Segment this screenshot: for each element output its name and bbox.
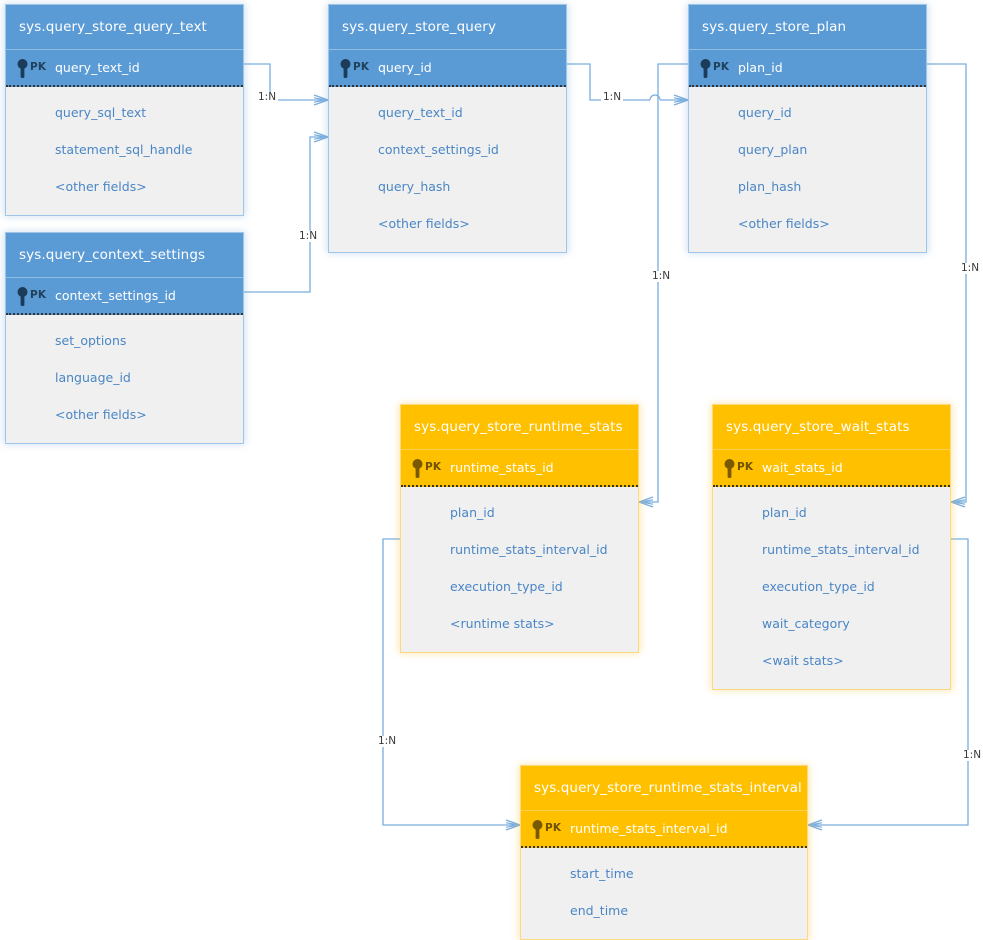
key-icon <box>724 459 735 479</box>
entity-field[interactable]: query_sql_text <box>55 105 147 120</box>
pk-badge: PK <box>545 822 562 834</box>
pk-field-name: wait_stats_id <box>762 460 843 475</box>
entity-field[interactable]: query_hash <box>378 179 451 194</box>
key-icon <box>412 459 423 479</box>
connector-interval-to-wait-stats <box>807 538 969 831</box>
entity-field[interactable]: <other fields> <box>378 216 470 231</box>
relationship-label-interval-to-wait-stats: 1:N <box>961 749 983 761</box>
entity-primary-key-row[interactable]: PK context_settings_id <box>6 278 243 315</box>
pk-badge: PK <box>30 289 47 301</box>
key-icon <box>532 820 543 840</box>
pk-field-name: plan_id <box>738 60 783 75</box>
pk-field-name: query_id <box>378 60 432 75</box>
pk-badge: PK <box>713 61 730 73</box>
entity-field[interactable]: execution_type_id <box>450 579 563 594</box>
connector-plan-to-runtime-stats <box>638 63 688 508</box>
entity-field[interactable]: start_time <box>570 866 634 881</box>
entity-primary-key-row[interactable]: PK runtime_stats_id <box>401 450 638 487</box>
entity-field[interactable]: wait_category <box>762 616 850 631</box>
relationship-label-interval-to-runtime-stats: 1:N <box>376 735 399 747</box>
entity-title: sys.query_store_wait_stats <box>713 405 950 450</box>
entity-field[interactable]: language_id <box>55 370 131 385</box>
entity-field[interactable]: set_options <box>55 333 127 348</box>
pk-badge: PK <box>353 61 370 73</box>
entity-fields: plan_id runtime_stats_interval_id executio… <box>713 487 950 689</box>
entity-fields: query_id query_plan plan_hash <other fields… <box>689 87 926 252</box>
key-icon <box>17 287 28 307</box>
entity-field[interactable]: plan_hash <box>738 179 802 194</box>
entity-title: sys.query_context_settings <box>6 233 243 278</box>
relationship-label-context-settings-to-query: 1:N <box>297 230 320 242</box>
connector-context-settings-to-query <box>244 131 329 293</box>
entity-field[interactable]: end_time <box>570 903 629 918</box>
entity-fields: plan_id runtime_stats_interval_id executio… <box>401 487 638 652</box>
entity-field[interactable]: <other fields> <box>55 179 147 194</box>
relationship-label-plan-to-runtime-stats: 1:N <box>650 270 673 282</box>
entity-field[interactable]: context_settings_id <box>378 142 499 157</box>
key-icon <box>17 59 28 79</box>
pk-field-name: context_settings_id <box>55 288 176 303</box>
entity-field[interactable]: <wait stats> <box>762 653 844 668</box>
connector-plan-to-wait-stats <box>927 63 967 508</box>
entity-title: sys.query_store_plan <box>689 5 926 50</box>
key-icon <box>700 59 711 79</box>
entity-field[interactable]: <other fields> <box>55 407 147 422</box>
connector-query-to-plan <box>567 63 689 106</box>
pk-field-name: runtime_stats_id <box>450 460 554 475</box>
pk-field-name: runtime_stats_interval_id <box>570 821 728 836</box>
relationship-label-plan-to-wait-stats: 1:N <box>959 262 982 274</box>
entity-title: sys.query_store_runtime_stats <box>401 405 638 450</box>
entity-fields: set_options language_id <other fields> <box>6 315 243 443</box>
connector-query-text-to-query <box>244 63 329 106</box>
relationship-label-query-to-plan: 1:N <box>601 91 624 103</box>
entity-field[interactable]: plan_id <box>762 505 807 520</box>
entity-fields: query_text_id context_settings_id query_ha… <box>329 87 566 252</box>
entity-field[interactable]: runtime_stats_interval_id <box>450 542 608 557</box>
entity-primary-key-row[interactable]: PK plan_id <box>689 50 926 87</box>
entity-field[interactable]: <other fields> <box>738 216 830 231</box>
entity-field[interactable]: <runtime stats> <box>450 616 555 631</box>
entity-field[interactable]: query_plan <box>738 142 808 157</box>
entity-field[interactable]: query_id <box>738 105 792 120</box>
pk-badge: PK <box>737 461 754 473</box>
entity-fields: start_time end_time <box>521 848 807 939</box>
entity-field[interactable]: plan_id <box>450 505 495 520</box>
entity-primary-key-row[interactable]: PK runtime_stats_interval_id <box>521 811 807 848</box>
entity-field[interactable]: statement_sql_handle <box>55 142 193 157</box>
entity-primary-key-row[interactable]: PK query_text_id <box>6 50 243 87</box>
key-icon <box>340 59 351 79</box>
entity-title: sys.query_store_runtime_stats_interval <box>521 766 807 811</box>
entity-field[interactable]: query_text_id <box>378 105 463 120</box>
entity-primary-key-row[interactable]: PK query_id <box>329 50 566 87</box>
entity-field[interactable]: runtime_stats_interval_id <box>762 542 920 557</box>
entity-primary-key-row[interactable]: PK wait_stats_id <box>713 450 950 487</box>
entity-title: sys.query_store_query <box>329 5 566 50</box>
entity-fields: query_sql_text statement_sql_handle <other… <box>6 87 243 215</box>
entity-field[interactable]: execution_type_id <box>762 579 875 594</box>
pk-field-name: query_text_id <box>55 60 140 75</box>
connector-interval-to-runtime-stats <box>382 538 521 831</box>
pk-badge: PK <box>425 461 442 473</box>
entity-title: sys.query_store_query_text <box>6 5 243 50</box>
pk-badge: PK <box>30 61 47 73</box>
relationship-label-query-text-to-query: 1:N <box>256 91 279 103</box>
